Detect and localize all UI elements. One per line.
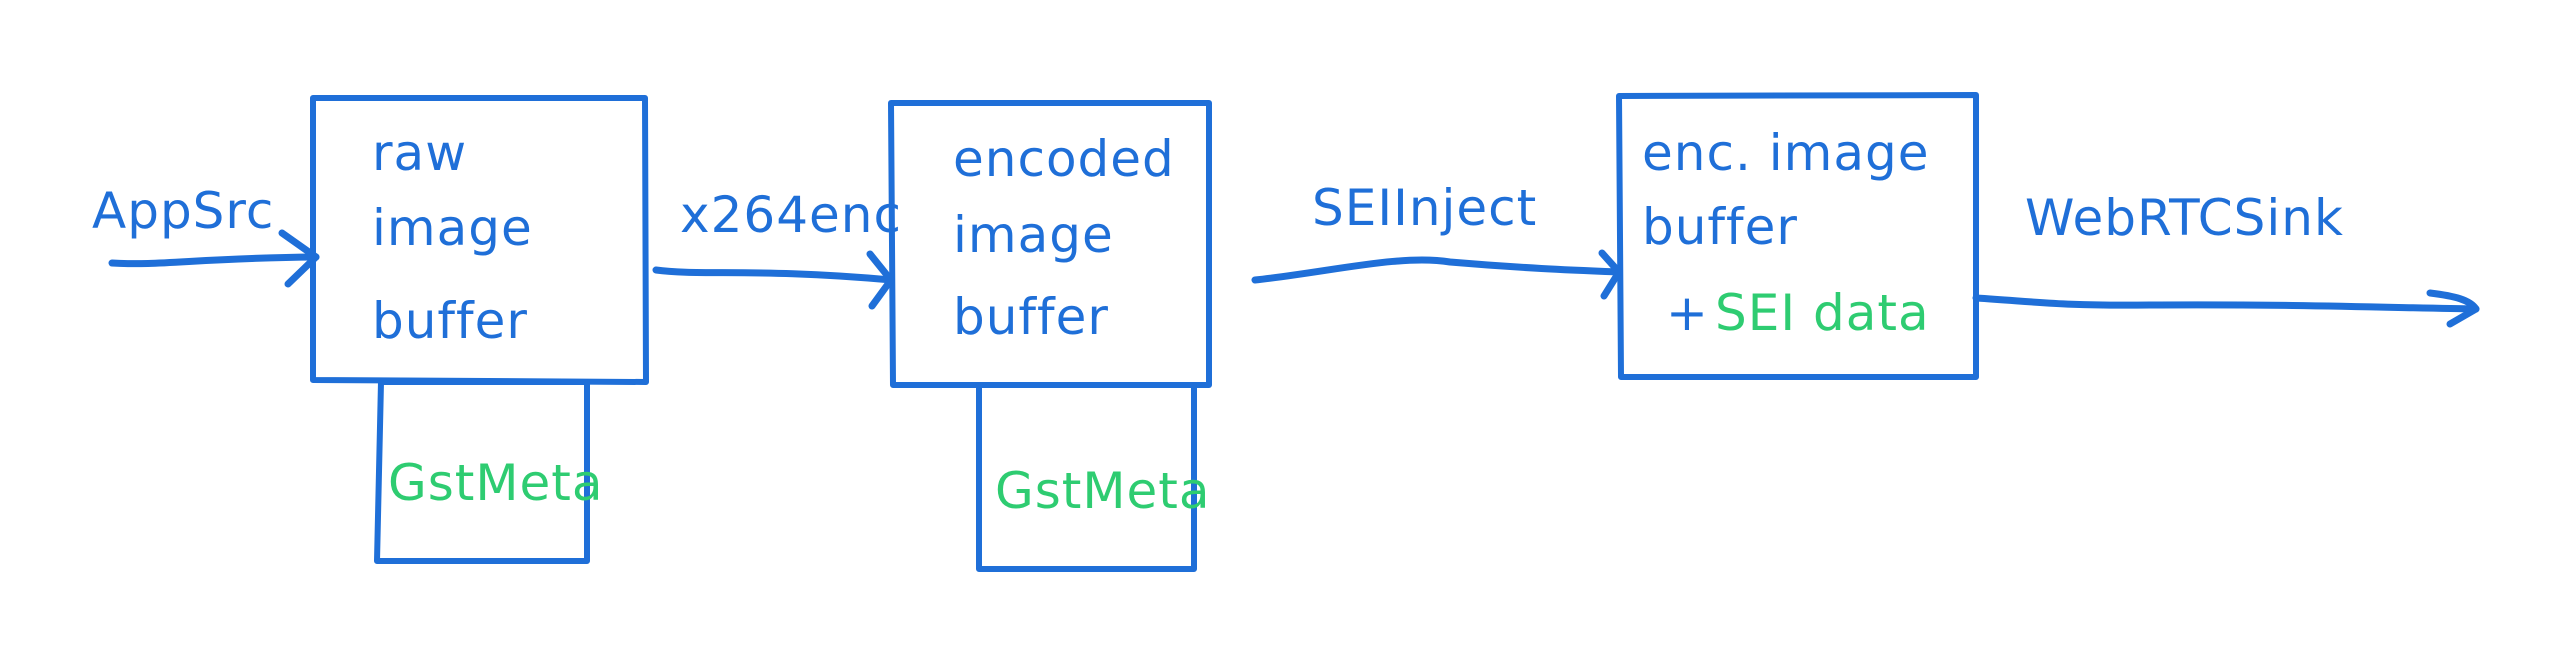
final-line-1: enc. image xyxy=(1642,124,1929,182)
raw-image-buffer-box xyxy=(310,95,649,385)
seiinject-arrow xyxy=(1251,249,1623,300)
final-sei-data-label: SEI data xyxy=(1715,284,1930,342)
encoded-gstmeta-label: GstMeta xyxy=(995,462,1211,520)
final-line-2: buffer xyxy=(1642,198,1798,256)
appsrc-arrow xyxy=(108,229,320,288)
x264enc-arrow xyxy=(652,250,895,310)
raw-gstmeta-box xyxy=(374,379,590,564)
encoded-line-1: encoded xyxy=(953,130,1175,188)
final-plus: + xyxy=(1666,284,1709,342)
encoded-gstmeta-box xyxy=(976,382,1197,572)
x264enc-label: x264enc xyxy=(680,186,902,244)
encoded-line-3: buffer xyxy=(953,288,1109,346)
webrtcsink-arrow xyxy=(1972,289,2480,328)
encoded-line-2: image xyxy=(953,206,1114,264)
webrtcsink-label: WebRTCSink xyxy=(2025,189,2344,247)
raw-line-3: buffer xyxy=(372,292,528,350)
raw-gstmeta-label: GstMeta xyxy=(388,454,604,512)
raw-line-2: image xyxy=(372,199,533,257)
encoded-image-buffer-box xyxy=(888,100,1212,388)
sei-image-buffer-box xyxy=(1616,92,1979,380)
seiinject-label: SEIInject xyxy=(1312,179,1537,237)
appsrc-label: AppSrc xyxy=(92,182,274,240)
raw-line-1: raw xyxy=(372,124,467,182)
